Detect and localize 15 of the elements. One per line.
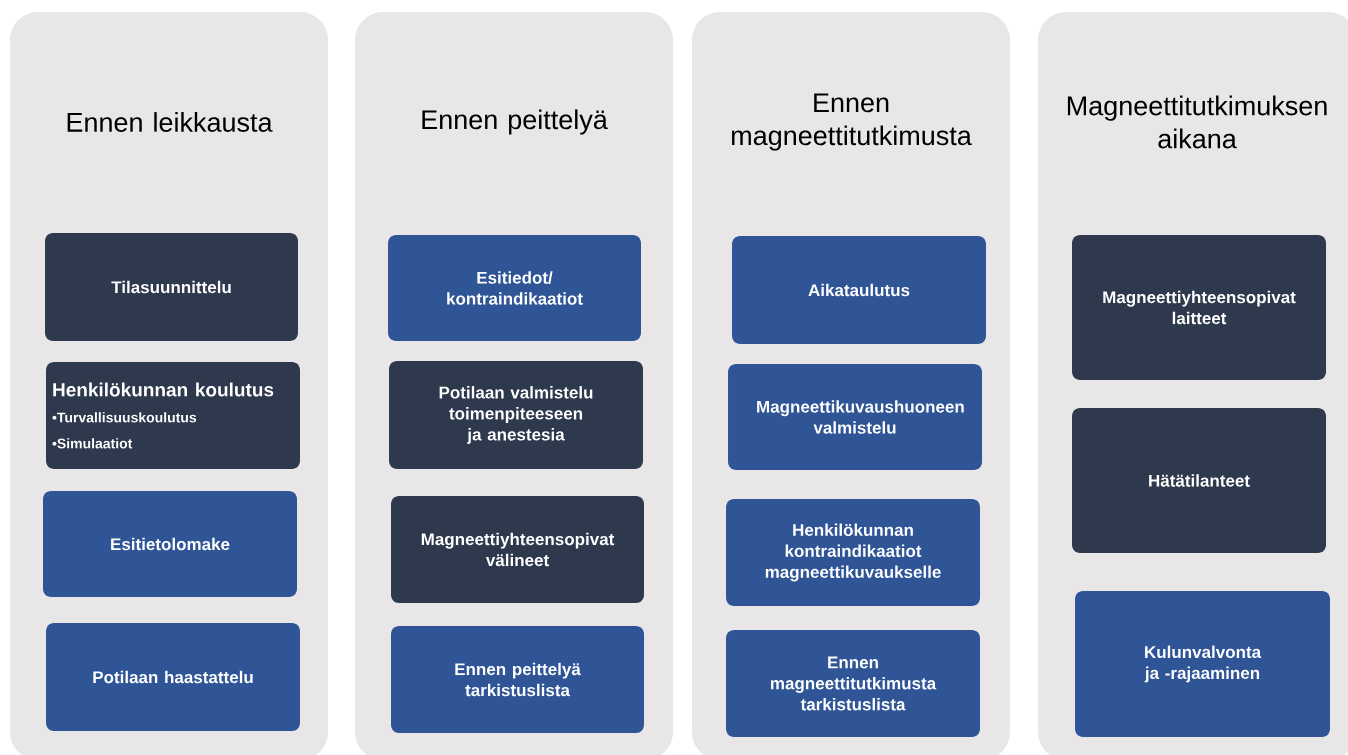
process-box: Potilaan valmistelu toimenpiteeseen ja anestesia xyxy=(389,361,643,469)
process-box: Magneettiyhteensopivat välineet xyxy=(391,496,644,603)
process-box: Ennen peittelyä tarkistuslista xyxy=(391,626,644,733)
process-box: Magneettiyhteensopivat laitteet xyxy=(1072,235,1326,380)
process-box: Hätätilanteet xyxy=(1072,408,1326,553)
process-box: Kulunvalvonta ja -rajaaminen xyxy=(1075,591,1330,737)
process-box: Potilaan haastattelu xyxy=(46,623,300,731)
process-box: Tilasuunnittelu xyxy=(45,233,298,341)
process-box: Ennen magneettitutkimusta tarkistuslista xyxy=(726,630,980,737)
process-box: Henkilökunnan kontraindikaatiot magneettikuvaukselle xyxy=(726,499,980,606)
process-box: Aikataulutus xyxy=(732,236,986,344)
process-box: Esitietolomake xyxy=(43,491,297,597)
process-box: Esitiedot/ kontraindikaatiot xyxy=(388,235,641,341)
process-box: Henkilökunnan koulutus •Turvallisuuskoulutus •Simulaatiot xyxy=(46,362,300,469)
process-box: Magneettikuvaushuoneen valmistelu xyxy=(728,364,982,470)
